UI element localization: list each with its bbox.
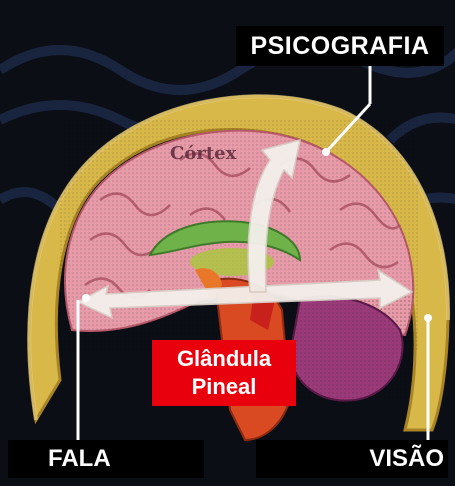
pineal-gland-label: Glândula Pineal — [152, 340, 296, 406]
visao-label: VISÃO — [256, 440, 448, 478]
psicografia-label: PSICOGRAFIA — [236, 26, 444, 66]
pineal-label-line1: Glândula — [177, 345, 271, 373]
cortex-label: Córtex — [170, 143, 236, 164]
pineal-label-line2: Pineal — [192, 373, 257, 401]
fala-label: FALA — [8, 440, 204, 478]
